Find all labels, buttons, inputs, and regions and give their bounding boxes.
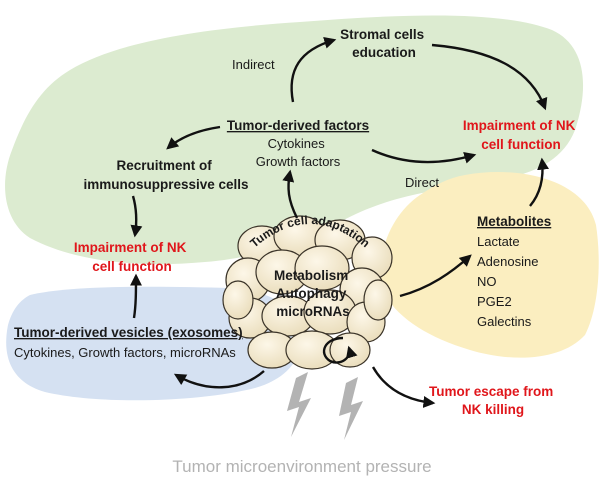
arrow-cycle-loop xyxy=(322,336,358,364)
labels: Stromal cells education Indirect Direct … xyxy=(14,27,579,476)
tumor-cell xyxy=(222,280,254,320)
arrow-recruitment-to-impairment xyxy=(130,195,143,238)
pressure-bolt-icon xyxy=(287,372,363,440)
arrow-factors-to-stromal xyxy=(290,36,337,103)
arrow-adaptation-to-factors xyxy=(282,169,299,219)
indirect-label: Indirect xyxy=(232,57,275,72)
yellow-region xyxy=(380,172,599,358)
metabolites-title: Metabolites xyxy=(477,214,551,229)
arrow-factors-to-recruitment xyxy=(166,125,221,150)
arrow-factors-to-impairment-direct xyxy=(371,148,477,164)
arrows xyxy=(129,36,550,408)
arrow-cells-to-metabolites xyxy=(399,254,472,298)
direct-label: Direct xyxy=(405,175,439,190)
core-processes-label: Metabolism Autophagy microRNAs xyxy=(274,268,352,319)
vesicles-items: Cytokines, Growth factors, microRNAs xyxy=(14,345,236,360)
metabolites-items: Lactate Adenosine NO PGE2 Galectins xyxy=(477,234,542,329)
arrow-metabolites-to-impairment xyxy=(529,157,550,207)
arrow-cells-to-escape xyxy=(371,366,436,408)
arrow-stromal-to-impairment xyxy=(431,43,548,111)
impairment-left-label: Impairment of NK cell function xyxy=(74,240,190,274)
arrow-vesicles-to-impairment xyxy=(129,273,142,319)
pressure-label: Tumor microenvironment pressure xyxy=(172,457,431,476)
green-region xyxy=(5,15,584,265)
tumor-cell xyxy=(294,245,350,291)
tumor-cell xyxy=(363,279,393,321)
arrow-cells-to-vesicles xyxy=(173,370,265,389)
recruitment-label: Recruitment of immunosuppressive cells xyxy=(83,158,248,192)
escape-label: Tumor escape from NK killing xyxy=(429,384,557,417)
impairment-right-label: Impairment of NK cell function xyxy=(463,118,579,152)
blue-region xyxy=(6,286,301,401)
tumor-factors-title: Tumor-derived factors xyxy=(227,118,369,133)
stromal-label: Stromal cells education xyxy=(340,27,428,60)
vesicles-title: Tumor-derived vesicles (exosomes) xyxy=(14,325,243,340)
tumor-factors-items: Cytokines Growth factors xyxy=(256,136,341,169)
